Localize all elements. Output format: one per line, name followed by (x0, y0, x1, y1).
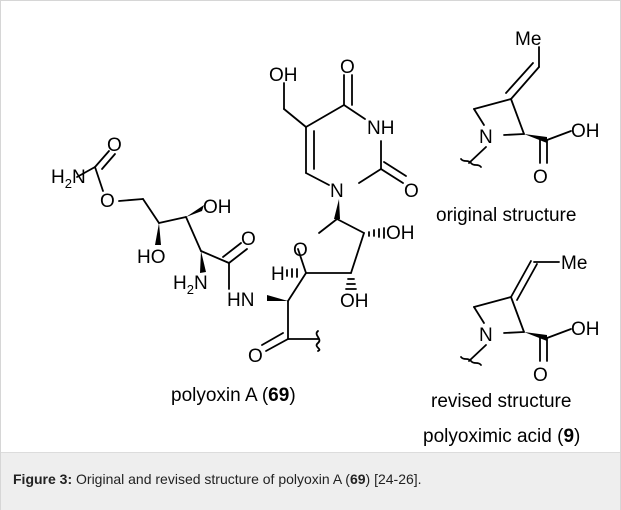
bond-c5-c4 (305, 104, 345, 128)
bond-amide-o (228, 248, 248, 264)
bond-c-oh (546, 130, 572, 141)
figure-caption: Figure 3: Original and revised structure… (13, 471, 422, 487)
bond-exo-double (510, 260, 532, 298)
bond-ring-bottom (503, 331, 525, 334)
bond-ring-top (473, 98, 512, 110)
atom-h2n-carbamate: H2N (51, 167, 86, 191)
bond-c4-n3 (343, 104, 366, 120)
atom-oh-c2prime: OH (386, 223, 415, 244)
bond-ring-right (510, 98, 525, 135)
bond-carbamate-o-double (101, 153, 116, 170)
caption-num: 69 (349, 471, 366, 487)
bond-ch2-oester (118, 198, 144, 202)
atom-oh-c3prime: OH (340, 291, 369, 312)
bond-calpha-cbeta (185, 216, 202, 252)
atom-n: N (479, 127, 493, 148)
atom-o-carbamate: O (107, 135, 122, 156)
caption-label: Figure 3: (13, 471, 73, 487)
bond-exo-double-2 (516, 263, 538, 301)
bond-c4-c5 (287, 272, 307, 302)
bond-carbamate-n (76, 166, 96, 178)
atom-o-ring: O (293, 240, 308, 261)
bond-cgamma-ch2 (142, 198, 160, 224)
bond-c2-o-double (383, 161, 407, 177)
atom-oh-top: OH (269, 65, 298, 86)
atom-ho-cgamma: HO (137, 247, 166, 268)
wedge-calpha-n (200, 251, 206, 273)
atom-o-amide: O (241, 229, 256, 250)
atom-o-c2: O (404, 181, 419, 202)
bond-c1-c2 (336, 218, 365, 234)
hash-c2-oh (368, 227, 385, 239)
atom-oh-cbeta: OH (203, 197, 232, 218)
revised-structure-label: revised structure (431, 391, 571, 412)
bond-co-o-double (261, 332, 284, 346)
wedge-cgamma-oh (155, 223, 161, 245)
atom-h-c4prime: H (271, 264, 285, 285)
bond-c5-ch2 (283, 108, 307, 128)
hash-c3-oh (345, 278, 357, 290)
atom-o-ketone: O (248, 346, 263, 367)
wedge-cooh (524, 134, 547, 143)
wedge-n1-c1 (334, 199, 340, 219)
original-structure: Me N OH O original structure (436, 29, 600, 226)
atom-me: Me (515, 29, 541, 50)
atom-o-ester: O (100, 191, 115, 212)
atom-nh: NH (367, 118, 394, 139)
bond-ring-left (473, 108, 485, 126)
bond-c2-o (380, 168, 404, 184)
bond-c-oh (546, 328, 572, 339)
bond-n-wavy (468, 344, 487, 362)
bond-c2-n1 (358, 168, 382, 184)
wedge-cooh (524, 332, 547, 341)
bond-ring-top (473, 296, 512, 308)
wavy-bond-n (460, 356, 482, 366)
bond-ring-left (473, 306, 485, 324)
wavy-bond-ketone (315, 330, 321, 352)
chemical-structures-canvas: OH O NH N O H2N O O OH HO O O OH OH H H2… (51, 29, 600, 447)
bond-exo-double-2 (505, 62, 534, 94)
bond-c2-c3 (350, 232, 365, 274)
atom-hn-amide: HN (227, 290, 254, 311)
bond-co-o (265, 338, 289, 352)
atom-me: Me (561, 253, 587, 274)
bond-ring-bottom (503, 133, 525, 136)
bond-n-wavy (468, 146, 487, 164)
bond-c6-n1 (305, 172, 330, 186)
atom-o: O (533, 167, 548, 188)
atom-n: N (479, 325, 493, 346)
atom-oh: OH (571, 319, 600, 340)
caption-text-after: ) [24-26]. (365, 471, 422, 487)
hash-c4-h (286, 268, 298, 278)
original-structure-label: original structure (436, 205, 576, 226)
bond-cbeta-cgamma (158, 216, 187, 224)
bond-co-calpha (200, 250, 230, 264)
atom-o: O (533, 365, 548, 386)
atom-oh: OH (571, 121, 600, 142)
bond-amide-o-double (222, 242, 242, 258)
atom-h2n-alpha: H2N (173, 273, 208, 297)
polyoximic-acid-name: polyoximic acid (9) (423, 426, 580, 447)
atom-n1: N (330, 181, 344, 202)
bond-exo-double (510, 66, 540, 100)
bond-carbamate-o (94, 150, 110, 168)
caption-text-before: Original and revised structure of polyox… (72, 471, 350, 487)
wedge-c5-n (267, 295, 288, 301)
bond-ring-right (510, 296, 525, 333)
wavy-bond-n (460, 158, 482, 168)
wedge-cbeta-oh (186, 205, 204, 217)
polyoxin-a-structure: OH O NH N O H2N O O OH HO O O OH OH H H2… (51, 57, 419, 406)
caption-bar: Figure 3: Original and revised structure… (1, 452, 620, 510)
bond-c4-o (297, 248, 307, 274)
bond-oester-carbamate (94, 166, 104, 192)
bond-o-c1 (318, 218, 338, 234)
polyoxin-a-name: polyoxin A (69) (171, 385, 296, 406)
atom-o-c4: O (340, 57, 355, 78)
revised-structure: Me N OH O revised structure polyoximic a… (423, 253, 600, 447)
